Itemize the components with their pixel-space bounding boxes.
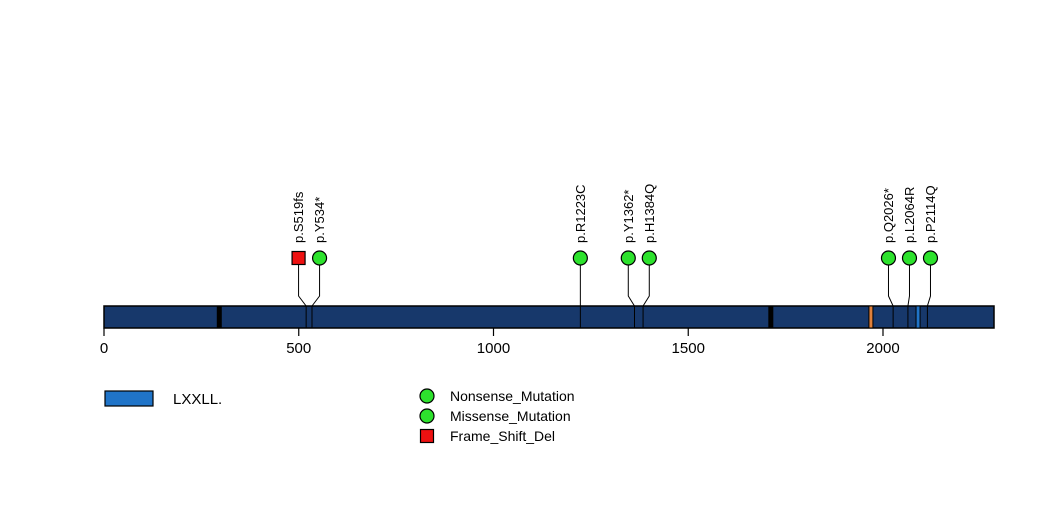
mutation-marker-circle	[311, 250, 328, 266]
mutation-marker-circle	[880, 250, 897, 266]
mutation-marker-circle	[641, 250, 657, 266]
domain-mark	[216, 305, 222, 329]
mutation-lollipop: p.L2064R	[901, 187, 918, 328]
x-axis-tick-label: 0	[100, 340, 108, 357]
legend-marker-square	[419, 428, 435, 444]
mutation-label: p.Q2026*	[881, 188, 896, 243]
protein-bar	[103, 305, 995, 329]
mutation-marker-circle	[572, 250, 588, 266]
mutation-lollipop: p.P2114Q	[922, 185, 939, 328]
mutation-label: p.Y534*	[312, 197, 327, 243]
x-axis-tick-label: 2000	[866, 340, 899, 357]
legend-domain-swatch	[104, 390, 154, 407]
lollipop-stem	[298, 265, 307, 328]
legend: LXXLL. Nonsense_MutationMissense_Mutation…	[104, 388, 575, 444]
legend-marker-circle	[419, 408, 435, 424]
mutation-marker-circle	[620, 250, 636, 266]
mutation-label: p.P2114Q	[923, 185, 938, 243]
legend-domain-label: LXXLL.	[173, 391, 222, 408]
mutation-marker-square	[291, 250, 306, 266]
legend-mutation-type-label: Nonsense_Mutation	[450, 388, 575, 404]
lollipop-stem	[627, 265, 635, 328]
mutation-lollipop: p.Y1362*	[620, 190, 636, 328]
x-axis-tick-label: 1000	[477, 340, 510, 357]
domain-mark	[768, 305, 774, 329]
x-axis-tick-label: 500	[286, 340, 311, 357]
mutation-marker-circle	[922, 250, 939, 266]
mutation-lollipop: p.Q2026*	[880, 188, 897, 328]
domain-marks-layer	[216, 305, 921, 329]
legend-mutation-type-label: Frame_Shift_Del	[450, 428, 555, 444]
mutation-lollipop: p.H1384Q	[641, 184, 657, 328]
mutation-label: p.L2064R	[902, 187, 917, 243]
legend-marker-circle	[419, 388, 435, 404]
mutation-label: p.S519fs	[291, 191, 306, 243]
legend-mutation-type-label: Missense_Mutation	[450, 408, 571, 424]
mutation-marker-circle	[901, 250, 918, 266]
mutation-label: p.Y1362*	[621, 190, 636, 244]
domain-mark	[868, 305, 874, 329]
lollipop-stem	[926, 265, 931, 328]
mutation-label: p.R1223C	[573, 184, 588, 243]
lollipop-stem	[907, 265, 910, 328]
mutation-lollipop: p.Y534*	[311, 197, 328, 328]
x-axis-tick-label: 1500	[672, 340, 705, 357]
protein-bar-layer	[103, 305, 995, 329]
lollipop-stem	[887, 265, 894, 328]
lollipop-stem	[642, 265, 650, 328]
domain-mark	[915, 305, 921, 329]
lollipop-stem	[311, 265, 321, 328]
mutation-label: p.H1384Q	[642, 184, 657, 243]
mutations-layer: p.S519fs p.Y534* p.R1223C p.Y1362* p.H1384Q p…	[291, 184, 939, 328]
mutation-lollipop: p.S519fs	[291, 191, 307, 328]
mutation-lollipop: p.R1223C	[572, 184, 588, 328]
x-axis: 0 500 1000 1500 2000	[100, 328, 900, 357]
